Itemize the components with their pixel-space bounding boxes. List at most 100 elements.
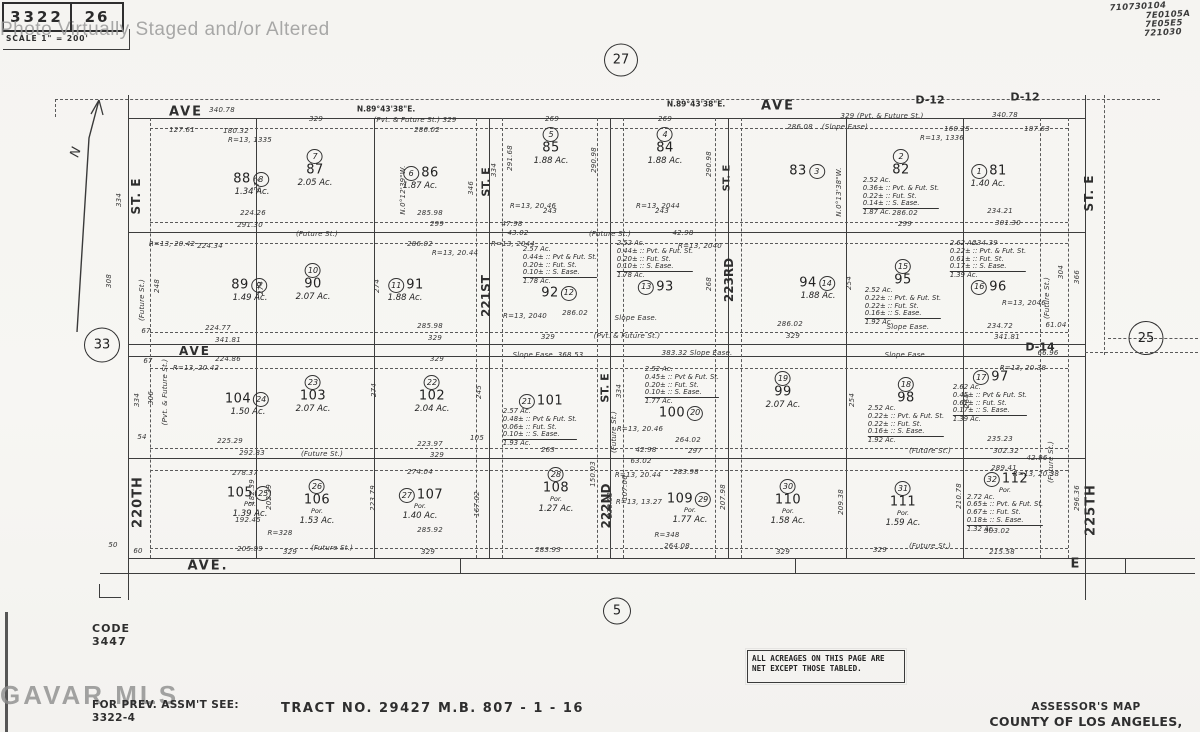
dimension-label: 302.32	[993, 447, 1019, 455]
dimension-label: 334	[115, 193, 123, 207]
dimension-label: 223.97	[417, 440, 443, 448]
dimension-label: 234.72	[987, 322, 1013, 330]
dimension-label: 187.63	[1024, 125, 1050, 133]
dimension-label: 105	[470, 434, 484, 442]
parcel-number-85: 85	[542, 140, 560, 156]
street-label-ave: AVE	[179, 344, 211, 358]
map-line	[1125, 558, 1126, 573]
note-line-2: NET EXCEPT THOSE TABLED.	[752, 664, 862, 673]
dimension-label: 329	[541, 333, 555, 341]
parcel-107-detail: Por.	[413, 502, 427, 510]
parcel-number-97: 97	[991, 369, 1009, 385]
parcel-number-89: 89	[231, 277, 249, 293]
map-line	[129, 29, 130, 50]
dimension-label: 329	[309, 115, 323, 123]
dimension-label: 254	[845, 276, 853, 290]
parcel-112-detail: 2.72 Ac.	[966, 492, 995, 501]
parcel-100-detail: 0.45± :: Pvt & Fut. St.	[644, 372, 720, 381]
dimension-label: R=13, 13.27	[615, 498, 663, 506]
book-number: 3322	[4, 4, 72, 30]
street-label-221st: 221ST	[479, 275, 493, 317]
dimension-label: 340.78	[209, 106, 235, 114]
dimension-label: R=13, 1335	[228, 136, 272, 144]
parcel-ref-26: 26	[308, 479, 325, 494]
street-label-st-e: ST. E	[129, 177, 143, 215]
page-ref-circle-33: 33	[84, 327, 120, 363]
dimension-label: R=13, 20.42	[172, 364, 220, 372]
parcel-number-98: 98	[897, 390, 915, 406]
dimension-label: R=13, 2046	[1002, 299, 1046, 307]
dimension-label: 225.29	[217, 437, 243, 445]
parcel-96-detail: 2.62 Ac.	[949, 239, 978, 247]
dimension-label: 329	[786, 332, 800, 340]
map-dashed-line	[1104, 95, 1105, 355]
dimension-label: 297	[688, 447, 702, 455]
parcel-97-detail: 0.17± :: S. Ease.	[952, 407, 1028, 417]
parcel-96-detail: 1.39 Ac.	[949, 271, 978, 280]
map-line	[846, 118, 847, 558]
prev-assessment-value: 3322-4	[92, 712, 136, 724]
street-label-e: E	[1070, 556, 1080, 572]
parcel-105-detail: Por.	[243, 500, 257, 508]
parcel-number-90: 90	[304, 276, 322, 292]
page-number: 26	[84, 8, 110, 26]
parcel-112-detail: 0.18± :: S. Ease.	[966, 516, 1044, 526]
parcel-101-detail: 1.93 Ac.	[502, 439, 531, 448]
dimension-label: 286.08	[787, 123, 813, 131]
dimension-label: 283.93	[535, 546, 561, 554]
street-label-st-e: ST. E	[721, 164, 733, 192]
parcel-101-detail: 0.48± :: Pvt & Fut. St.	[502, 414, 578, 423]
parcel-number-81: 81	[989, 163, 1007, 179]
dimension-label: 283.98	[673, 468, 699, 476]
map-dashed-line	[476, 118, 477, 558]
parcel-101-detail: 2.57 Ac.	[502, 407, 531, 415]
parcel-number-105: 105	[226, 485, 254, 501]
dimension-label: 291.30	[237, 221, 263, 229]
book-page-box: 3322 26	[2, 2, 124, 32]
assessor-title-block: ASSESSOR'S MAP COUNTY OF LOS ANGELES, CA…	[980, 701, 1192, 732]
parcel-number-106: 106	[303, 492, 331, 508]
parcel-100: 2.52 Ac.0.45± :: Pvt & Fut. St.0.20± :: …	[644, 365, 720, 421]
map-line	[128, 232, 1085, 233]
dimension-label: 234.39	[972, 239, 998, 247]
dimension-label: 366	[1073, 270, 1081, 284]
parcel-111-detail: 1.59 Ac.	[885, 517, 921, 528]
map-line	[489, 118, 490, 558]
dimension-label: 304	[1057, 265, 1065, 279]
parcel-99-detail: 2.07 Ac.	[765, 400, 801, 410]
dimension-label: 296.36	[1073, 485, 1081, 511]
parcel-96-detail: 0.61± :: Fut. St.	[949, 254, 1004, 263]
north-arrow-icon: N	[68, 99, 104, 333]
parcel-82-detail: 0.14± :: S. Ease.	[862, 200, 940, 210]
parcel-ref-9: 9	[250, 278, 267, 293]
map-dashed-line	[150, 448, 1068, 449]
parcel-100-detail: 0.20± :: Fut. St.	[644, 380, 699, 389]
dimension-label: (Slope Ease)	[821, 123, 869, 131]
parcel-ref-16: 16	[971, 279, 988, 295]
map-line	[128, 95, 129, 600]
dimension-label: 329	[430, 355, 444, 363]
dimension-label: 329	[421, 548, 435, 556]
dimension-label: 205.89	[237, 545, 263, 553]
dimension-label: Slope Ease. 368.53	[512, 351, 584, 359]
parcel-ref-7: 7	[306, 149, 323, 164]
page-ref-circle-5: 5	[603, 597, 631, 625]
dimension-label: 268	[705, 277, 713, 291]
parcel-112-detail: Por.	[998, 486, 1012, 494]
parcel-number-104: 104	[224, 391, 252, 407]
parcel-ref-15: 15	[895, 259, 911, 274]
dimension-label: 334	[133, 393, 141, 407]
dimension-label: 207.98	[719, 484, 727, 510]
dimension-label: (Future St.)	[295, 230, 339, 238]
dimension-label: 329	[428, 334, 442, 342]
parcel-106-detail: Por.	[310, 507, 324, 515]
parcel-number-100: 100	[658, 405, 686, 421]
